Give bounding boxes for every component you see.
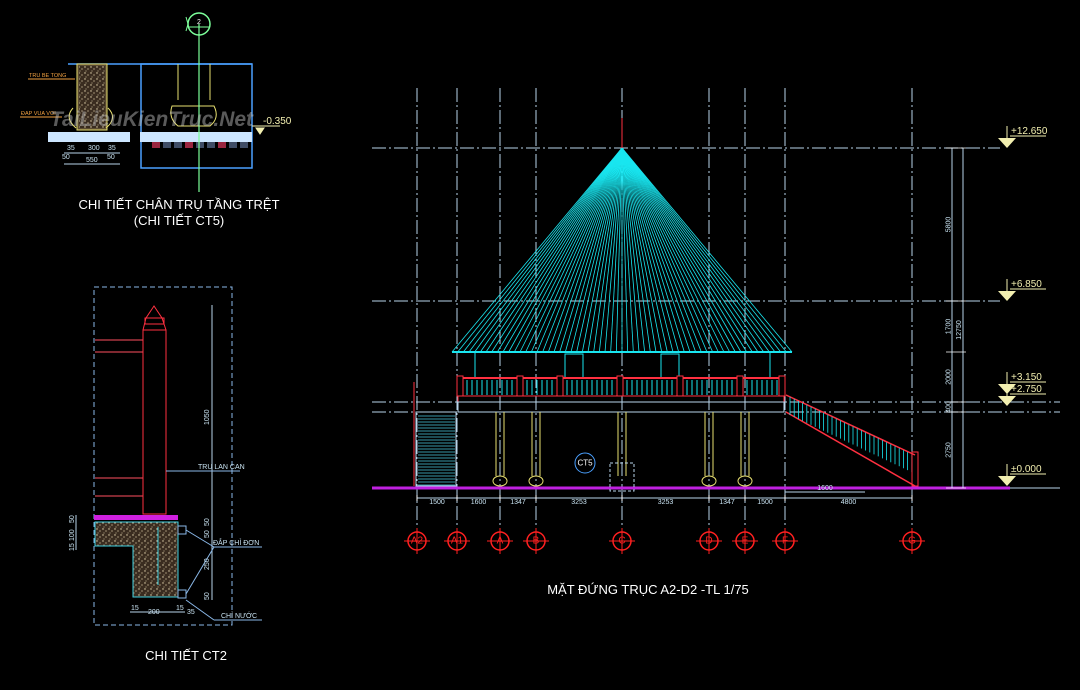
dim-50: 50 — [204, 592, 211, 600]
level-label: +3.150 — [1011, 372, 1042, 383]
axis-dimension: 1600 — [471, 499, 487, 506]
detail-frame — [93, 286, 233, 626]
roof — [451, 147, 793, 353]
detail-frame — [140, 63, 253, 169]
railing-post — [142, 329, 167, 515]
axis-marker-D: D — [696, 528, 722, 554]
dim-15: 15 — [131, 605, 139, 612]
axis-marker-F: F — [772, 528, 798, 554]
ground-columns — [492, 412, 753, 487]
axis-dimension: 1500 — [757, 499, 773, 506]
label-tru-be-tong: TRU BE TONG — [29, 73, 66, 79]
axis-label: A — [497, 536, 504, 547]
detail-ct5-subtitle: (CHI TIẾT CT5) — [134, 213, 225, 228]
axis-dimension: 1500 — [429, 499, 445, 506]
elevation-title: MẶT ĐỨNG TRỤC A2-D2 -TL 1/75 — [547, 582, 749, 597]
detail-ct2: TRU LAN CAN ĐẮP CHỈ ĐƠN CHỈ NƯỚC 1050 50… — [69, 286, 262, 663]
dim-stair-1600: 1600 — [817, 485, 833, 492]
axis-marker-B: B — [523, 528, 549, 554]
dim-200: 200 — [148, 609, 160, 616]
axis-dimension: 1347 — [719, 499, 735, 506]
detail-ct2-title: CHI TIẾT CT2 — [145, 648, 227, 663]
detail-callout-icon — [574, 452, 596, 474]
axis-dimension: 3253 — [658, 499, 674, 506]
vertical-dimension: 5800 — [946, 217, 953, 233]
stair — [785, 394, 919, 487]
label-tru-lan-can: TRU LAN CAN — [198, 464, 245, 471]
detail-ct5: 2 TRU BE TONG ĐAP VUA VOI -0.350 300 35 … — [20, 12, 292, 228]
label-chi-nuoc: CHỈ NƯỚC — [221, 611, 257, 620]
window — [564, 353, 584, 379]
axis-marker-G: G — [899, 528, 925, 554]
label-dap-chi-don: ĐẮP CHỈ ĐƠN — [213, 538, 259, 547]
dim-35-left: 35 — [67, 145, 75, 152]
vertical-dimension: 1700 — [946, 319, 953, 335]
axis-label: A1 — [451, 536, 464, 547]
detail-ct5-title: CHI TIẾT CHÂN TRỤ TẦNG TRỆT — [78, 197, 279, 212]
window — [660, 353, 680, 379]
axis-marker-A2: A2 — [404, 528, 430, 554]
axis-label: A2 — [411, 536, 424, 547]
axis-label: B — [533, 536, 540, 547]
dim-250: 250 — [204, 558, 211, 570]
vertical-dimension: 400 — [946, 401, 953, 413]
elevation-drawing: CT5 1600 1500 1600 1347 3253 3253 1347 1500 480… — [372, 88, 1060, 597]
dim-50: 50 — [69, 515, 76, 523]
dim-35: 35 — [187, 609, 195, 616]
axis-marker-A: A — [487, 528, 513, 554]
dim-15: 15 — [176, 605, 184, 612]
level-marker: ±0.000 — [998, 464, 1046, 486]
level-label: +2.750 — [1011, 384, 1042, 395]
column-base — [170, 105, 217, 127]
detail-callout-label: CT5 — [577, 459, 593, 468]
dim-50: 50 — [204, 518, 211, 526]
axis-label: D — [705, 536, 712, 547]
dim-550: 550 — [86, 157, 98, 164]
dim-35-right: 35 — [108, 145, 116, 152]
slab-section — [94, 521, 179, 598]
label-dap-vua: ĐAP VUA VOI — [21, 111, 56, 117]
axis-dimension: 1347 — [510, 499, 526, 506]
dim-300: 300 — [88, 145, 100, 152]
level-label: ±0.000 — [1011, 464, 1042, 475]
axis-marker-C: C — [609, 528, 635, 554]
dim-50: 50 — [204, 530, 211, 538]
dim-1050: 1050 — [204, 409, 211, 425]
watermark-logo: TaiLieuKienTruc.Net — [50, 108, 254, 131]
floor-slab — [48, 132, 252, 142]
level-label: -0.350 — [263, 116, 292, 127]
dim-50-left: 50 — [62, 154, 70, 161]
vertical-dimension: 2000 — [946, 369, 953, 385]
axis-marker-A1: A1 — [444, 528, 470, 554]
cap-strip — [94, 515, 178, 520]
level-marker: +6.850 — [998, 279, 1046, 301]
axis-marker-E: E — [732, 528, 758, 554]
section-marker-label: 2 — [197, 19, 201, 26]
axis-dimension: 4800 — [841, 499, 857, 506]
level-marker: +2.750 — [998, 384, 1046, 406]
vertical-dimension: 2750 — [946, 442, 953, 458]
axis-label: F — [782, 536, 788, 547]
balcony-railing — [456, 375, 786, 397]
dim-50-right: 50 — [107, 154, 115, 161]
axis-label: E — [742, 536, 749, 547]
axis-label: C — [618, 536, 625, 547]
level-label: +6.850 — [1011, 279, 1042, 290]
dim-100: 100 — [69, 529, 76, 541]
dim-total-height: 12750 — [956, 320, 963, 340]
level-label: +12.650 — [1011, 126, 1048, 137]
dim-15: 15 — [69, 543, 76, 551]
axis-dimension: 3253 — [571, 499, 587, 506]
axis-label: G — [908, 536, 916, 547]
level-marker: +12.650 — [998, 126, 1048, 148]
